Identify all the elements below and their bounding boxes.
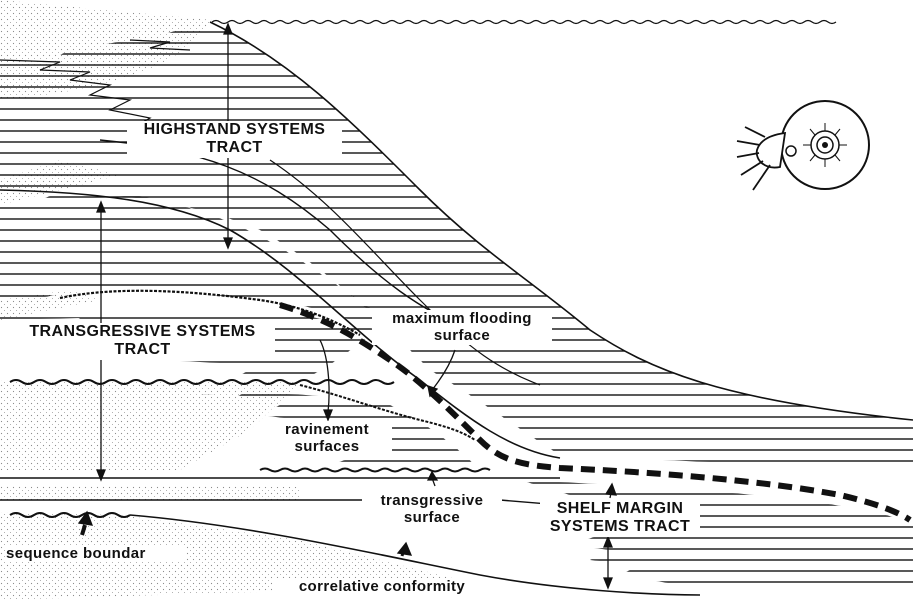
highstand-label-line1: HIGHSTAND SYSTEMS [143, 121, 326, 138]
maximum-flooding-surface-line [279, 302, 912, 523]
shelf-margin-tract-label: SHELF MARGIN SYSTEMS TRACT [540, 500, 700, 537]
leader-arrows [77, 339, 617, 557]
transgressive-surface-line1: transgressive [380, 492, 484, 509]
transgressive-surface-line2: surface [403, 509, 461, 527]
transgressive-tract-line1: TRANSGRESSIVE SYSTEMS [29, 323, 256, 340]
shelf-margin-line1: SHELF MARGIN [556, 500, 684, 517]
sea-surface-line [211, 19, 837, 25]
transgressive-surface-label: transgressive surface [362, 492, 502, 527]
ravinement-surfaces-label: ravinement surfaces [262, 421, 392, 456]
highstand-tract-label: HIGHSTAND SYSTEMS TRACT [127, 121, 342, 158]
max-flooding-line1: maximum flooding [392, 310, 532, 327]
sequence-boundary-label: sequence boundar [6, 545, 186, 563]
correlative-conformity-label: correlative conformity [272, 578, 492, 596]
shelf-margin-line2: SYSTEMS TRACT [549, 518, 691, 536]
ammonite-fossil-icon [736, 100, 870, 191]
transgressive-tract-label: TRANSGRESSIVE SYSTEMS TRACT [10, 323, 275, 360]
ravinement-line1: ravinement [284, 421, 370, 438]
highstand-label-line2: TRACT [206, 139, 263, 157]
transgressive-tract-line2: TRACT [114, 341, 171, 359]
maximum-flooding-surface-label: maximum flooding surface [372, 310, 552, 345]
max-flooding-line2: surface [433, 327, 491, 345]
ravinement-line2: surfaces [294, 438, 360, 456]
